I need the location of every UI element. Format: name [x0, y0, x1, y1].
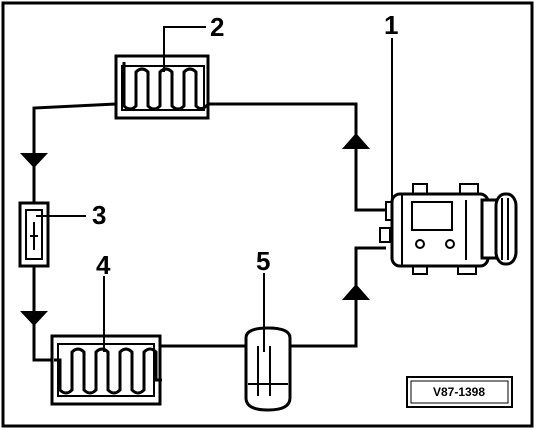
- diagram-frame: [1, 1, 534, 428]
- flow-arrow-up-upper: [342, 133, 370, 149]
- callout-4: 4: [96, 250, 111, 280]
- flow-arrow-up-lower: [342, 284, 370, 300]
- discharge-line: [208, 102, 386, 212]
- reference-code-box: V87-1398: [406, 376, 513, 408]
- liquid-line-upper: [32, 102, 117, 205]
- receiver-drier: [244, 326, 292, 412]
- compressor: [379, 183, 518, 275]
- liquid-line-lower: [32, 264, 52, 362]
- evaporator: [50, 334, 162, 406]
- callout-5: 5: [256, 246, 270, 276]
- leader-lines: [36, 26, 393, 352]
- condenser: [114, 54, 210, 120]
- leader-2: [163, 26, 206, 72]
- refrigerant-lines: [32, 102, 386, 362]
- callout-3: 3: [92, 200, 106, 230]
- callout-2: 2: [210, 12, 224, 42]
- callout-1: 1: [384, 10, 398, 40]
- suction-line: [290, 246, 386, 348]
- reference-code: V87-1398: [433, 385, 485, 399]
- flow-arrow-down-upper: [20, 153, 48, 168]
- flow-arrow-down-lower: [20, 311, 48, 326]
- flow-arrows: [20, 133, 370, 326]
- expansion-valve: [18, 201, 50, 268]
